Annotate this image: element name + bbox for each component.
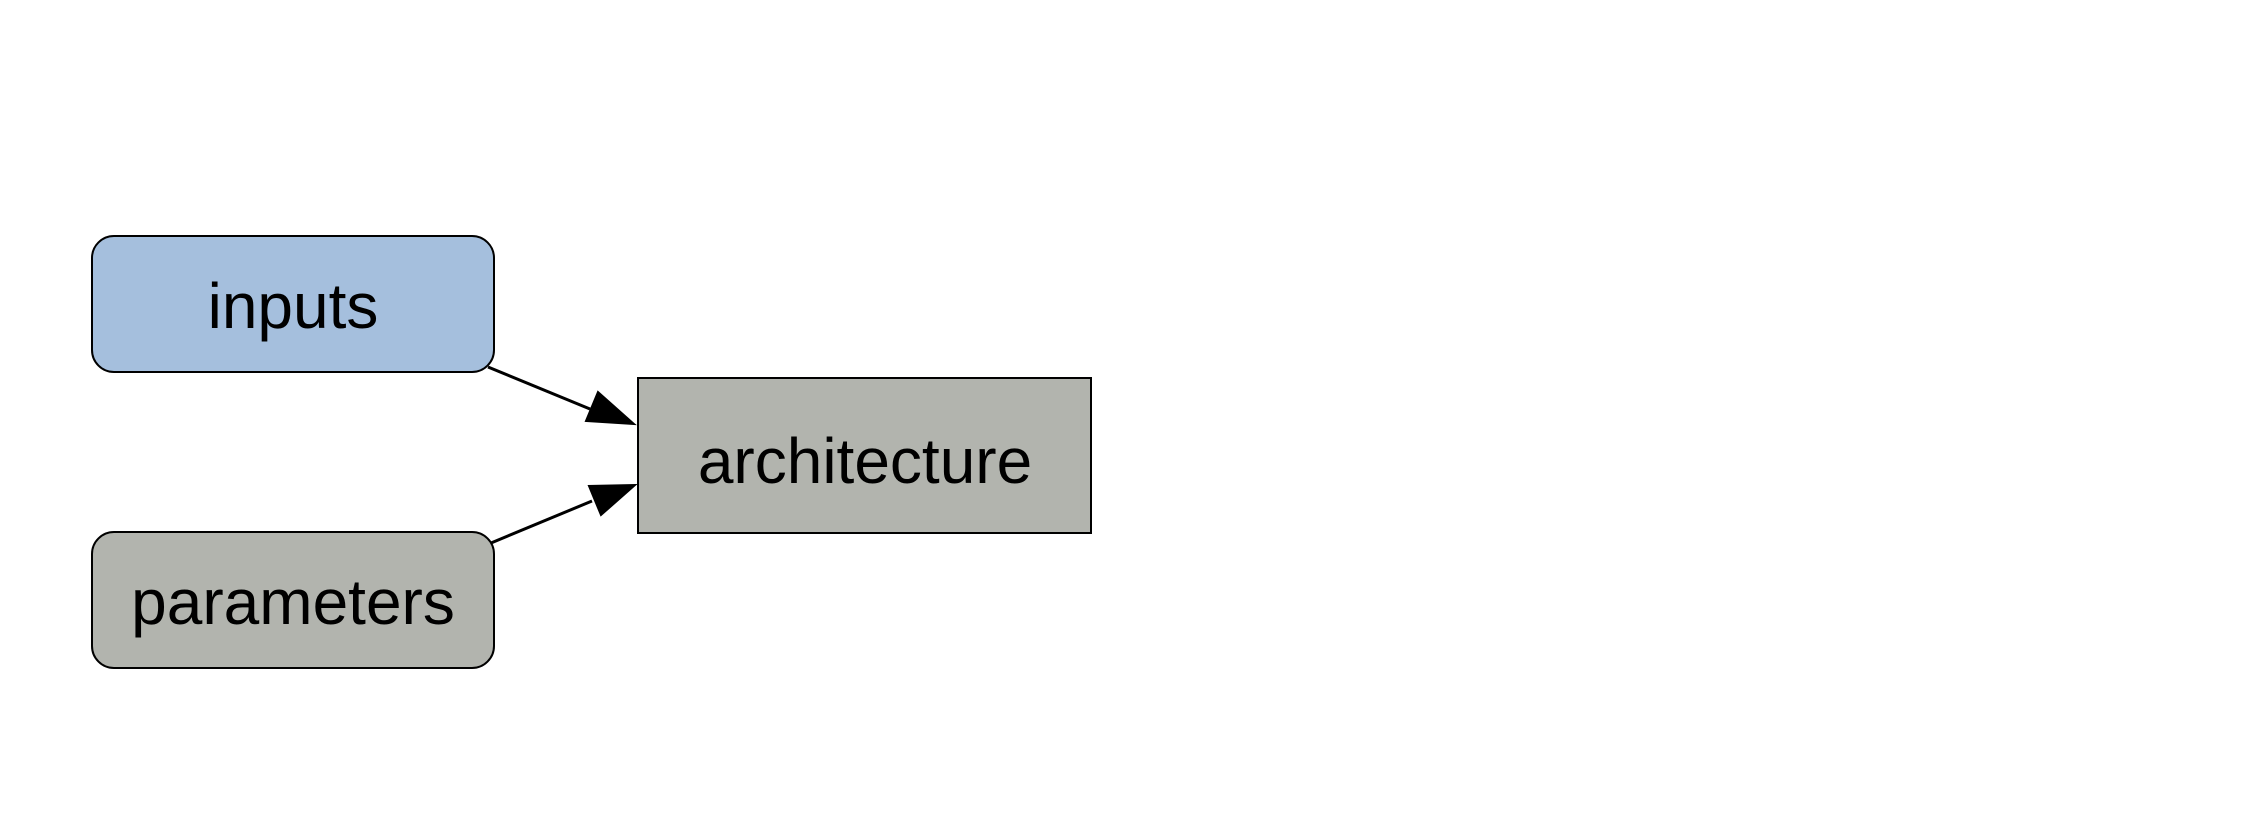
arrowhead-icon	[587, 483, 638, 517]
node-parameters-box	[91, 531, 495, 669]
node-inputs-box	[91, 235, 495, 373]
node-inputs-label: inputs	[208, 270, 379, 342]
node-parameters-label: parameters	[131, 566, 455, 638]
node-architecture-label: architecture	[698, 425, 1032, 497]
edge-inputs-to-architecture	[487, 365, 637, 426]
edge-parameters-to-architecture	[490, 483, 638, 545]
node-inputs[interactable]: inputs	[91, 235, 495, 373]
node-architecture[interactable]: architecture	[637, 377, 1092, 534]
node-parameters[interactable]: parameters	[91, 531, 495, 669]
node-architecture-box	[637, 377, 1092, 534]
arrowhead-icon	[584, 390, 637, 426]
